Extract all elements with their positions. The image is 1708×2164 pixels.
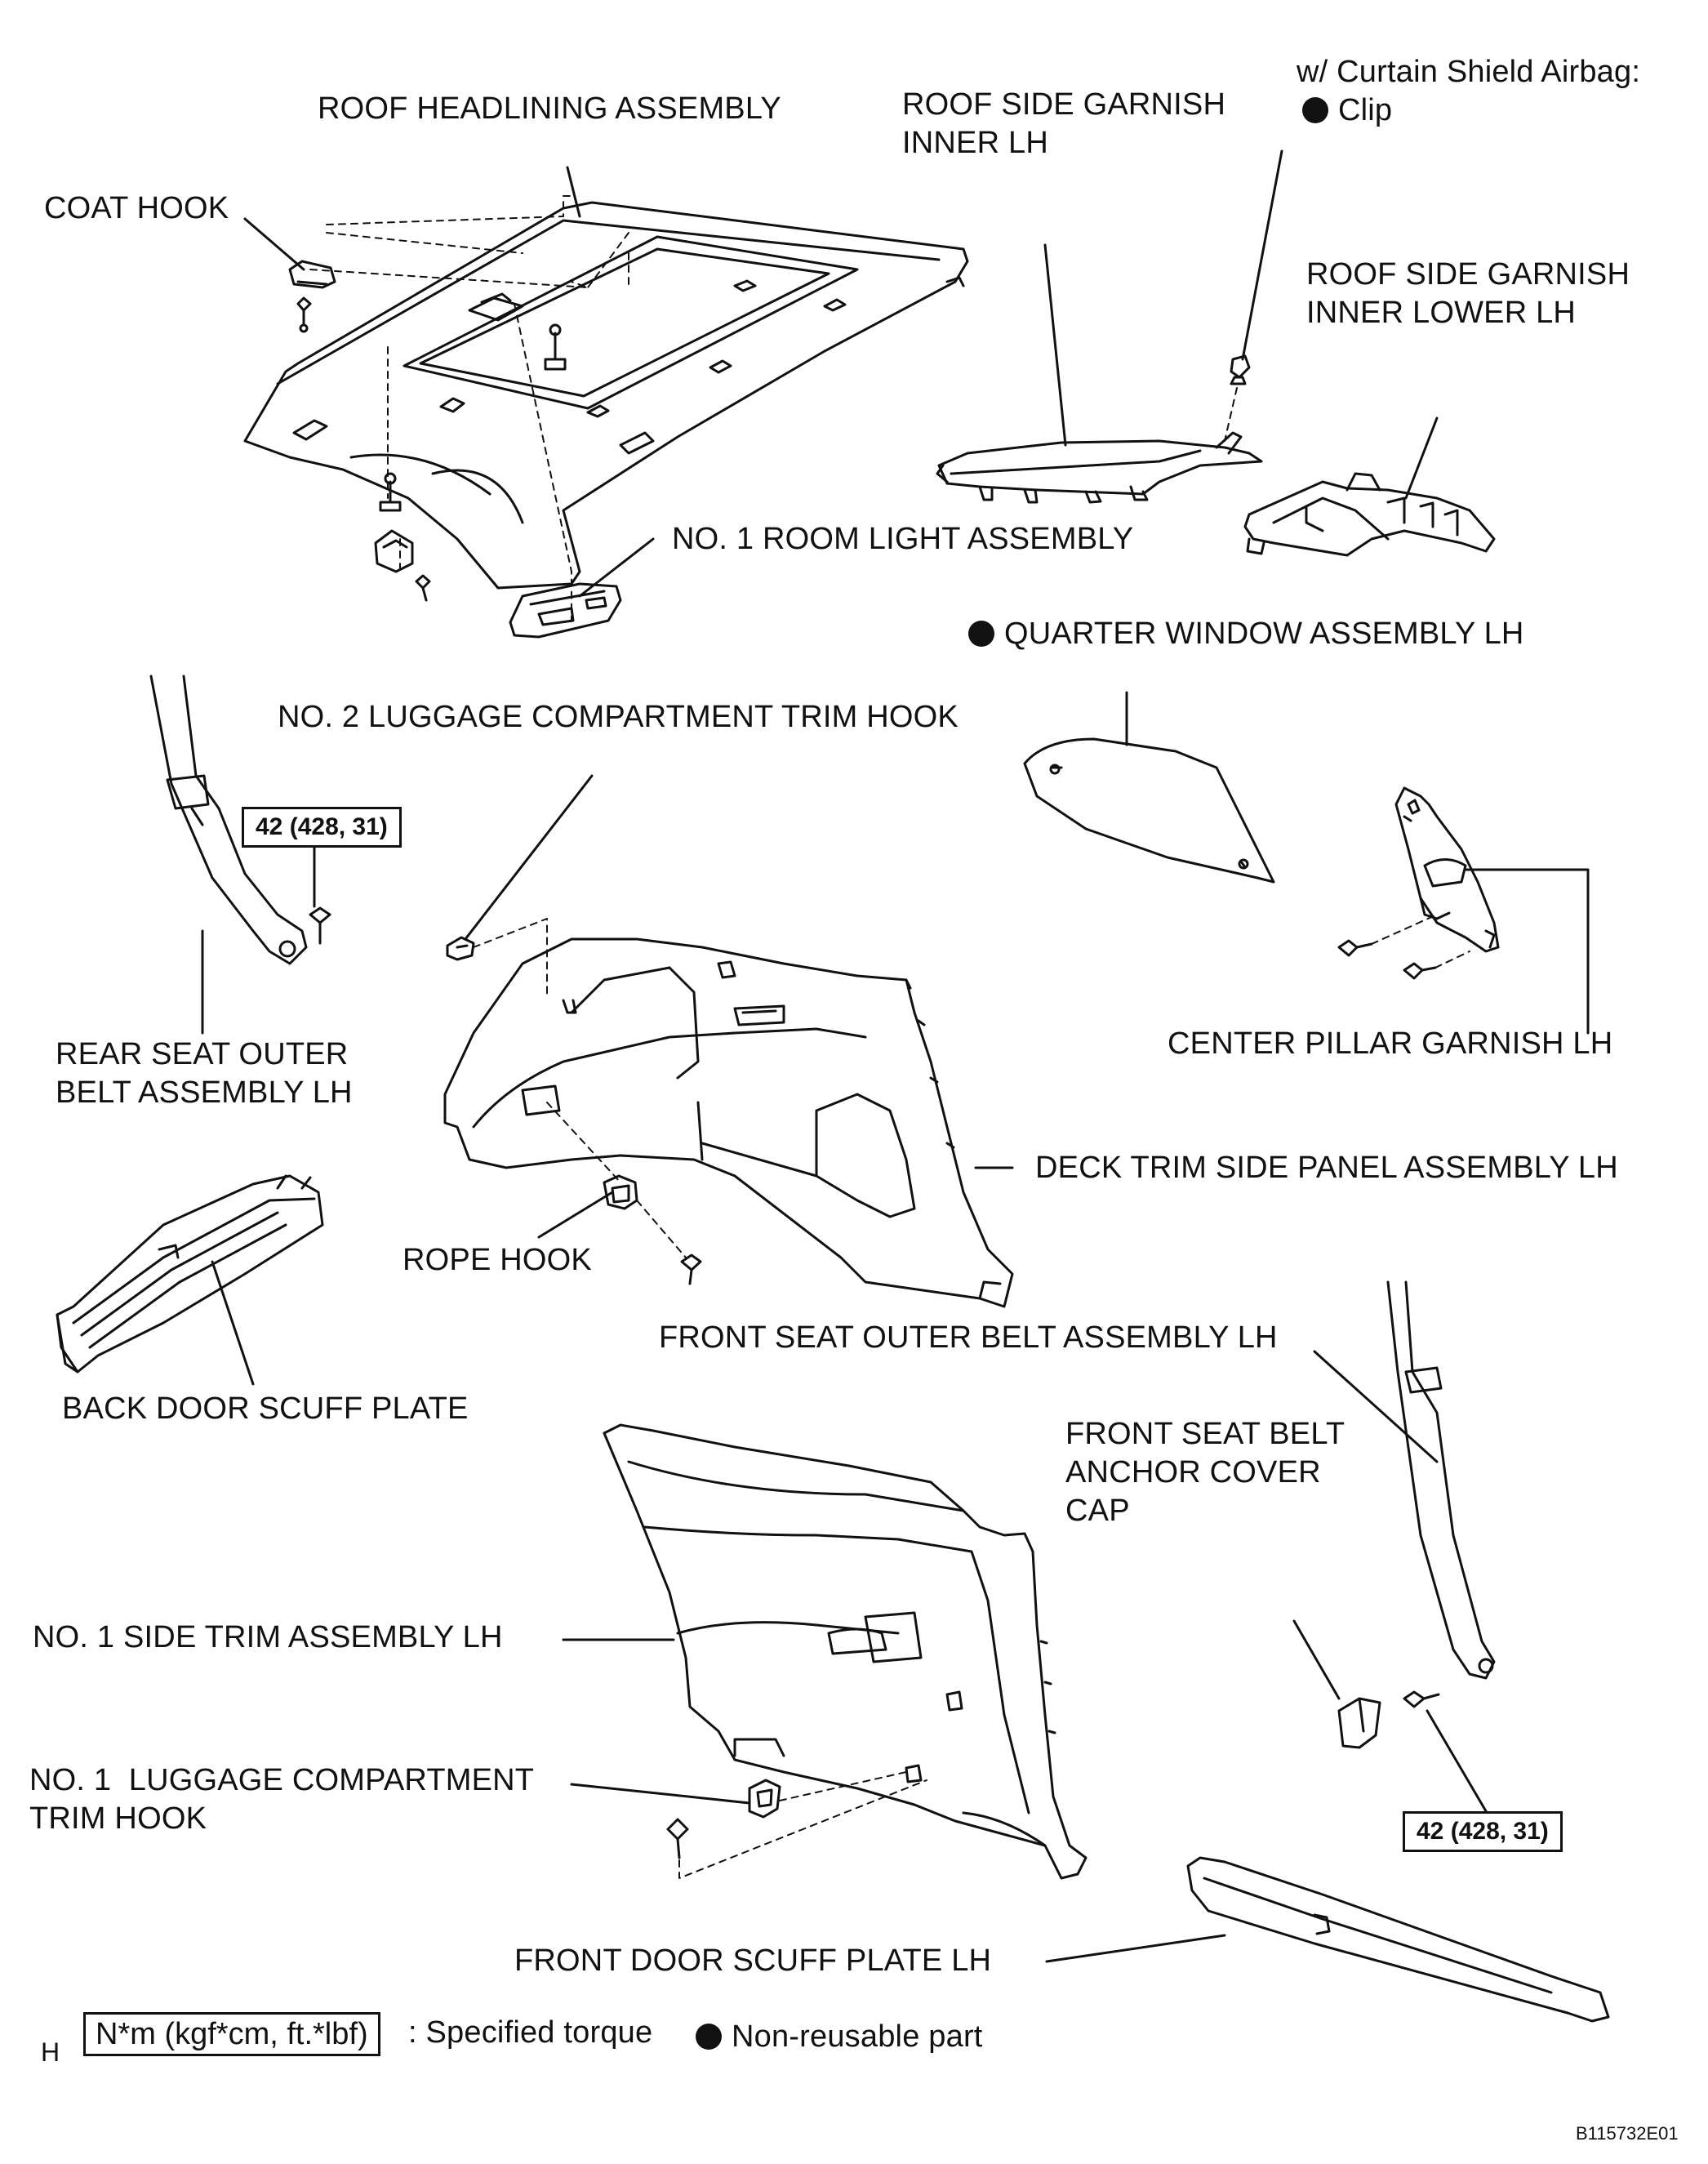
- luggage-hook-1-leader: [570, 1783, 751, 1805]
- roof-clip-part: [379, 323, 567, 512]
- anchor-cover-cap-part: [1337, 1697, 1381, 1749]
- pillar-guide-line: [1371, 914, 1470, 968]
- roof-headlining-part: [243, 201, 969, 590]
- room-light-part: [509, 582, 622, 639]
- rope-hook-guide: [546, 1102, 687, 1258]
- front-seat-belt-leader: [1313, 1350, 1439, 1463]
- label-room-light: NO. 1 ROOM LIGHT ASSEMBLY: [672, 522, 1134, 556]
- deck-trim-panel-part: [443, 937, 1014, 1308]
- label-luggage-hook-1-a: NO. 1 LUGGAGE COMPARTMENT: [29, 1763, 535, 1797]
- nonreusable-dot-icon: [968, 621, 994, 647]
- legend-torque-text: : Specified torque: [408, 2015, 653, 2050]
- label-anchor-cover-1: FRONT SEAT BELT: [1065, 1417, 1345, 1451]
- nonreusable-dot-icon: [696, 2024, 722, 2050]
- label-roof-side-garnish-inner-2: INNER LH: [902, 126, 1048, 160]
- front-door-scuff-part: [1186, 1856, 1610, 2023]
- room-light-leader: [578, 537, 655, 598]
- label-rear-seat-belt-1: REAR SEAT OUTER: [56, 1037, 349, 1071]
- front-belt-bolt: [1403, 1690, 1440, 1708]
- front-belt-torque-leader: [1426, 1709, 1496, 1827]
- pillar-screw-1: [1337, 939, 1373, 957]
- quarter-window-part: [1023, 737, 1275, 884]
- legend-torque-box: N*m (kgf*cm, ft.*lbf): [83, 2012, 380, 2056]
- garnish-lower-leader: [1404, 416, 1439, 500]
- garnish-inner-leader: [1043, 243, 1067, 447]
- label-anchor-cover-3: CAP: [1065, 1494, 1130, 1528]
- label-roof-side-garnish-lower-2: INNER LOWER LH: [1306, 296, 1577, 330]
- label-quarter-window: QUARTER WINDOW ASSEMBLY LH: [968, 615, 1524, 653]
- label-luggage-hook-2: NO. 2 LUGGAGE COMPARTMENT TRIM HOOK: [278, 700, 959, 734]
- label-roof-side-garnish-inner-1: ROOF SIDE GARNISH: [902, 87, 1226, 122]
- luggage-hook-2-part: [446, 936, 475, 961]
- airbag-clip-part: [1230, 149, 1283, 385]
- rear-seat-belt-part: [149, 675, 308, 965]
- label-deck-trim: DECK TRIM SIDE PANEL ASSEMBLY LH: [1035, 1151, 1618, 1185]
- rope-hook-leader: [537, 1191, 614, 1239]
- back-door-scuff-leader: [211, 1260, 255, 1386]
- label-roof-headlining: ROOF HEADLINING ASSEMBLY: [318, 91, 781, 126]
- label-front-seat-belt: FRONT SEAT OUTER BELT ASSEMBLY LH: [659, 1320, 1278, 1355]
- torque-front-belt: 42 (428, 31): [1403, 1811, 1563, 1852]
- coat-hook-leader: [243, 217, 305, 271]
- center-pillar-garnish-part: [1394, 786, 1500, 953]
- legend-nonreusable: Non-reusable part: [696, 2018, 983, 2056]
- torque-rear-belt: 42 (428, 31): [242, 807, 402, 848]
- luggage-hook-1-part: [666, 1779, 781, 1859]
- label-rope-hook: ROPE HOOK: [403, 1243, 592, 1277]
- label-rear-seat-belt-2: BELT ASSEMBLY LH: [56, 1075, 353, 1110]
- center-pillar-leader: [1464, 868, 1590, 1035]
- room-light-bracket-part: [374, 529, 431, 602]
- label-airbag-clip: Clip: [1302, 91, 1392, 130]
- rope-hook-part: [603, 1174, 702, 1285]
- back-door-scuff-part: [56, 1174, 324, 1374]
- luggage-hook-1-guide: [678, 1771, 927, 1879]
- roof-side-garnish-lower-part: [1243, 472, 1496, 557]
- label-back-door-scuff: BACK DOOR SCUFF PLATE: [62, 1391, 469, 1426]
- figure-id: B115732E01: [1576, 2123, 1679, 2144]
- label-anchor-cover-2: ANCHOR COVER: [1065, 1455, 1321, 1489]
- luggage-hook-2-leader: [464, 774, 594, 941]
- side-trim-part: [603, 1423, 1088, 1880]
- label-front-door-scuff: FRONT DOOR SCUFF PLATE LH: [514, 1944, 992, 1978]
- headlining-leader: [566, 166, 581, 218]
- label-roof-side-garnish-lower-1: ROOF SIDE GARNISH: [1306, 257, 1630, 292]
- coat-hook-part: [288, 260, 336, 333]
- anchor-cover-leader: [1292, 1619, 1341, 1700]
- front-door-scuff-leader: [1045, 1934, 1226, 1963]
- pillar-screw-2: [1403, 962, 1437, 980]
- install-guide-lines: [309, 195, 629, 621]
- clip-guide-line: [1224, 387, 1238, 442]
- rear-belt-bolt: [309, 906, 331, 945]
- roof-side-garnish-inner-part: [936, 431, 1263, 504]
- label-side-trim: NO. 1 SIDE TRIM ASSEMBLY LH: [33, 1620, 503, 1654]
- label-luggage-hook-1-b: TRIM HOOK: [29, 1801, 207, 1836]
- label-coat-hook: COAT HOOK: [44, 191, 229, 225]
- label-airbag-note: w/ Curtain Shield Airbag:: [1297, 55, 1641, 89]
- label-center-pillar: CENTER PILLAR GARNISH LH: [1168, 1026, 1613, 1061]
- legend-marker: H: [41, 2037, 60, 2067]
- nonreusable-dot-icon: [1302, 97, 1328, 123]
- luggage-hook-2-guide: [473, 918, 548, 997]
- front-seat-belt-part: [1386, 1280, 1496, 1680]
